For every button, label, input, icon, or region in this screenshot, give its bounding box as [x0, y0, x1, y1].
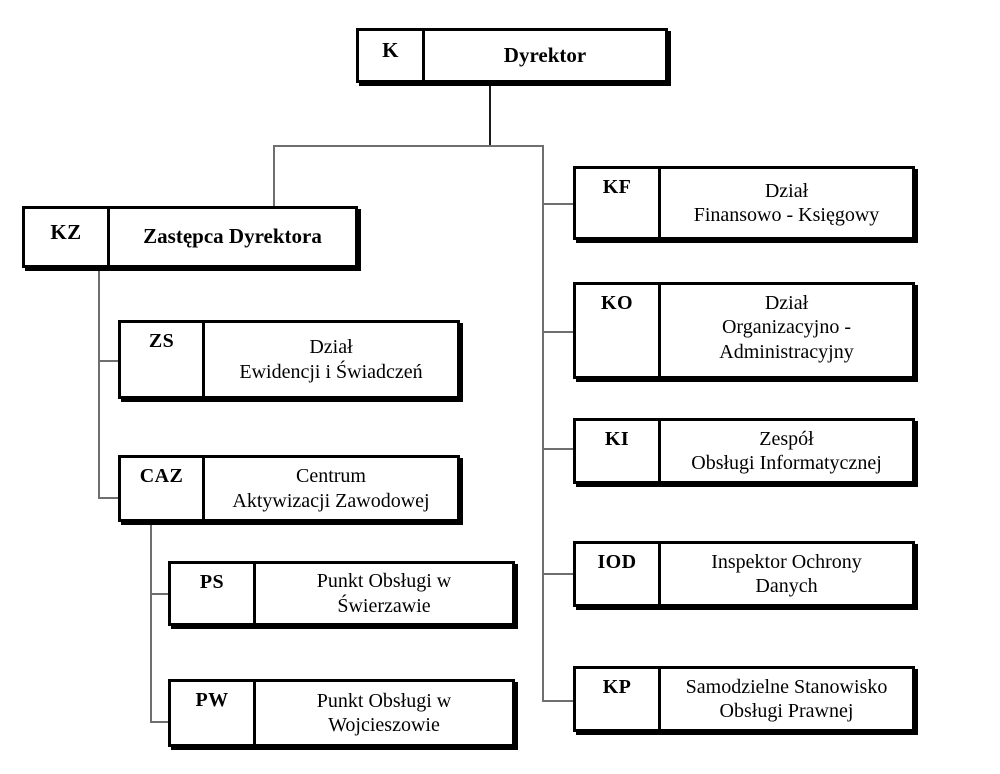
node-ki-label: Zespół Obsługi Informatycznej [661, 421, 912, 481]
node-iod[interactable]: IOD Inspektor Ochrony Danych [573, 541, 915, 607]
node-ki[interactable]: KI Zespół Obsługi Informatycznej [573, 418, 915, 484]
node-ps-label-line-1: Świerzawie [337, 594, 431, 617]
node-ko-label-line-0: Dział [764, 292, 809, 314]
node-ko-label: Dział Organizacyjno - Administracyjny [661, 285, 912, 376]
node-deputy-code: KZ [25, 209, 110, 265]
node-iod-code: IOD [576, 544, 661, 604]
connector-deputy-spine [98, 268, 100, 499]
connector-stub-kf [542, 203, 575, 205]
node-ps-code: PS [171, 564, 256, 623]
node-ps-label: Punkt Obsługi w Świerzawie [256, 564, 512, 623]
node-kf-label-line-0: Dział [764, 179, 809, 202]
node-pw[interactable]: PW Punkt Obsługi w Wojcieszowie [168, 679, 515, 747]
connector-stub-zs [98, 360, 118, 362]
node-pw-label-line-1: Wojcieszowie [328, 714, 440, 736]
node-ps-label-line-0: Punkt Obsługi w [316, 570, 452, 593]
node-kf-label-line-1: Finansowo - Księgowy [693, 204, 880, 226]
node-iod-label: Inspektor Ochrony Danych [661, 544, 912, 604]
node-ps[interactable]: PS Punkt Obsługi w Świerzawie [168, 561, 515, 626]
node-deputy-label: Zastępca Dyrektora [110, 209, 355, 265]
node-kf-label: Dział Finansowo - Księgowy [661, 169, 912, 237]
connector-stub-ps [150, 593, 170, 595]
node-zs-label-line-0: Dział [309, 336, 353, 359]
node-pw-label: Punkt Obsługi w Wojcieszowie [256, 682, 512, 744]
node-director-code: K [359, 31, 425, 80]
node-deputy[interactable]: KZ Zastępca Dyrektora [22, 206, 358, 268]
node-caz-label-line-1: Aktywizacji Zawodowej [232, 489, 430, 512]
connector-main-horizontal [273, 145, 544, 147]
node-caz-label: Centrum Aktywizacji Zawodowej [205, 458, 457, 519]
connector-stub-ki [542, 448, 575, 450]
node-caz[interactable]: CAZ Centrum Aktywizacji Zawodowej [118, 455, 460, 522]
node-director[interactable]: K Dyrektor [356, 28, 668, 83]
node-ki-code: KI [576, 421, 661, 481]
connector-right-spine [542, 145, 544, 702]
node-ko-label-line-1: Organizacyjno - [721, 316, 852, 339]
connector-stub-iod [542, 573, 575, 575]
node-director-label-line-0: Dyrektor [503, 42, 587, 67]
node-zs-label-line-1: Ewidencji i Świadczeń [239, 360, 423, 383]
connector-stub-ko [542, 331, 575, 333]
connector-stub-caz [98, 497, 118, 499]
node-iod-label-line-0: Inspektor Ochrony [711, 550, 862, 573]
node-deputy-label-line-0: Zastępca Dyrektora [143, 224, 322, 249]
node-kp-code: KP [576, 669, 661, 729]
connector-stub-kp [542, 700, 575, 702]
connector-director-trunk [489, 83, 491, 146]
node-ki-label-line-1: Obsługi Informatycznej [691, 452, 882, 474]
node-caz-label-line-0: Centrum [296, 465, 366, 488]
node-pw-code: PW [171, 682, 256, 744]
node-pw-label-line-0: Punkt Obsługi w [316, 689, 452, 712]
node-ko[interactable]: KO Dział Organizacyjno - Administracyjny [573, 282, 915, 379]
node-kf-code: KF [576, 169, 661, 237]
node-kf[interactable]: KF Dział Finansowo - Księgowy [573, 166, 915, 240]
node-kp-label-line-0: Samodzielne Stanowisko [685, 675, 888, 698]
node-iod-label-line-1: Danych [755, 575, 818, 597]
node-zs-code: ZS [121, 323, 205, 396]
connector-caz-spine [150, 522, 152, 723]
node-caz-code: CAZ [121, 458, 205, 519]
node-ko-code: KO [576, 285, 661, 376]
connector-stub-pw [150, 721, 170, 723]
node-kp-label-line-1: Obsługi Prawnej [719, 700, 854, 722]
node-ki-label-line-0: Zespół [759, 427, 814, 450]
node-zs-label: Dział Ewidencji i Świadczeń [205, 323, 457, 396]
node-kp[interactable]: KP Samodzielne Stanowisko Obsługi Prawne… [573, 666, 915, 732]
node-ko-label-line-2: Administracyjny [719, 340, 854, 363]
node-zs[interactable]: ZS Dział Ewidencji i Świadczeń [118, 320, 460, 399]
connector-deputy-drop [273, 145, 275, 206]
node-kp-label: Samodzielne Stanowisko Obsługi Prawnej [661, 669, 912, 729]
node-director-label: Dyrektor [425, 31, 665, 80]
